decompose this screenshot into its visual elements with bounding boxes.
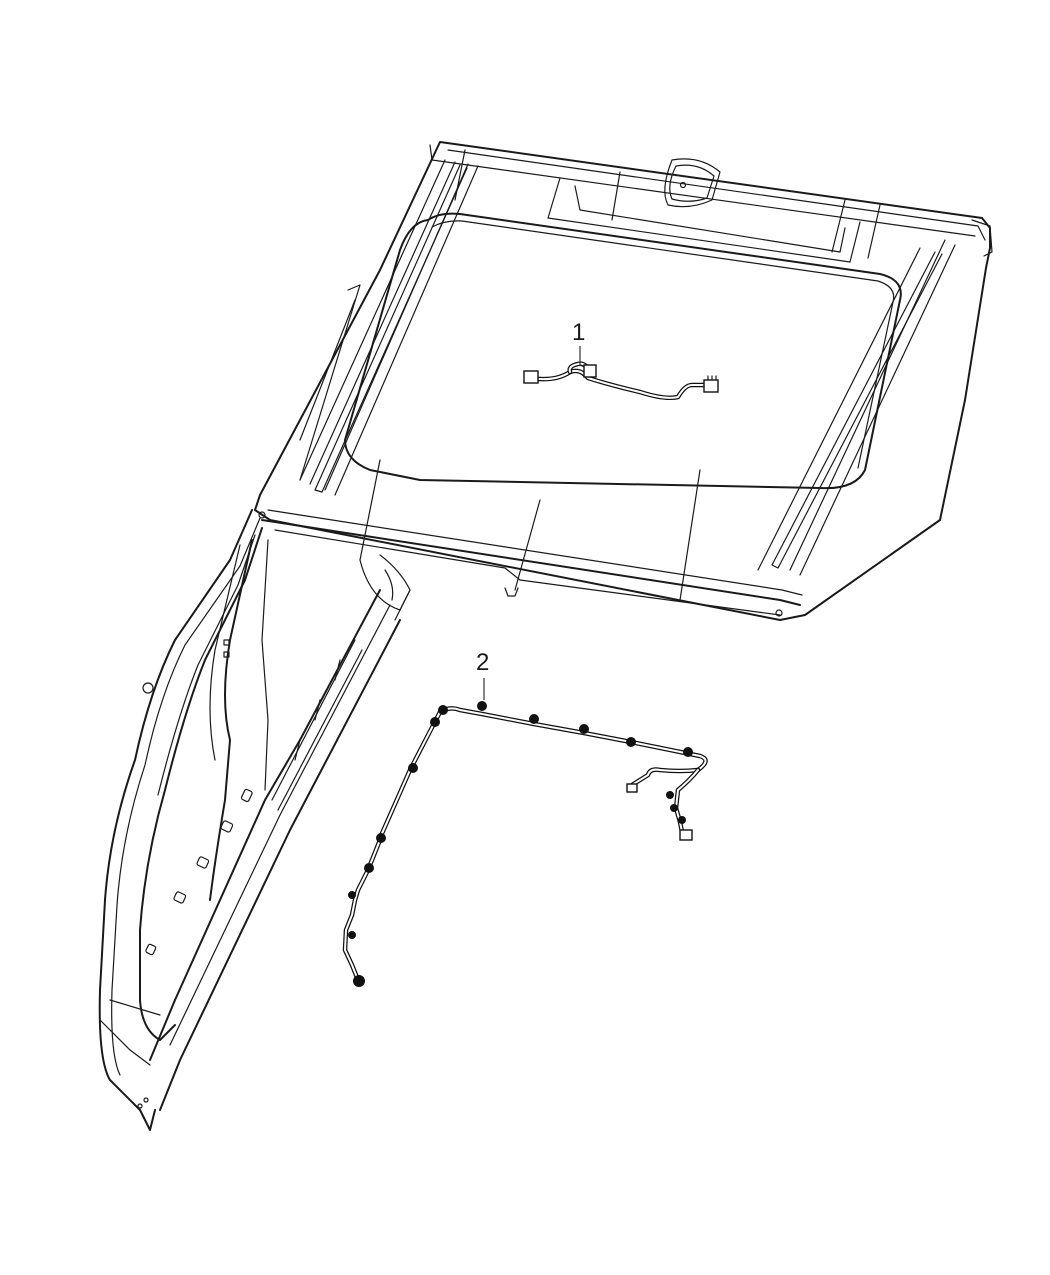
- callout-1-label: 1: [572, 319, 585, 346]
- wiring-harness-1: 1: [523, 319, 719, 401]
- connector-icon: [679, 829, 693, 841]
- callout-2-label: 2: [476, 649, 489, 676]
- roof-panel: [254, 141, 993, 621]
- connector-icon: [626, 783, 638, 793]
- connector-icon: [523, 370, 539, 384]
- wiring-harness-2: 2: [342, 649, 708, 987]
- clip-icons: [348, 701, 693, 987]
- connector-icon: [583, 364, 597, 378]
- connector-icon: [703, 379, 719, 393]
- body-side-frame: [98, 284, 411, 1131]
